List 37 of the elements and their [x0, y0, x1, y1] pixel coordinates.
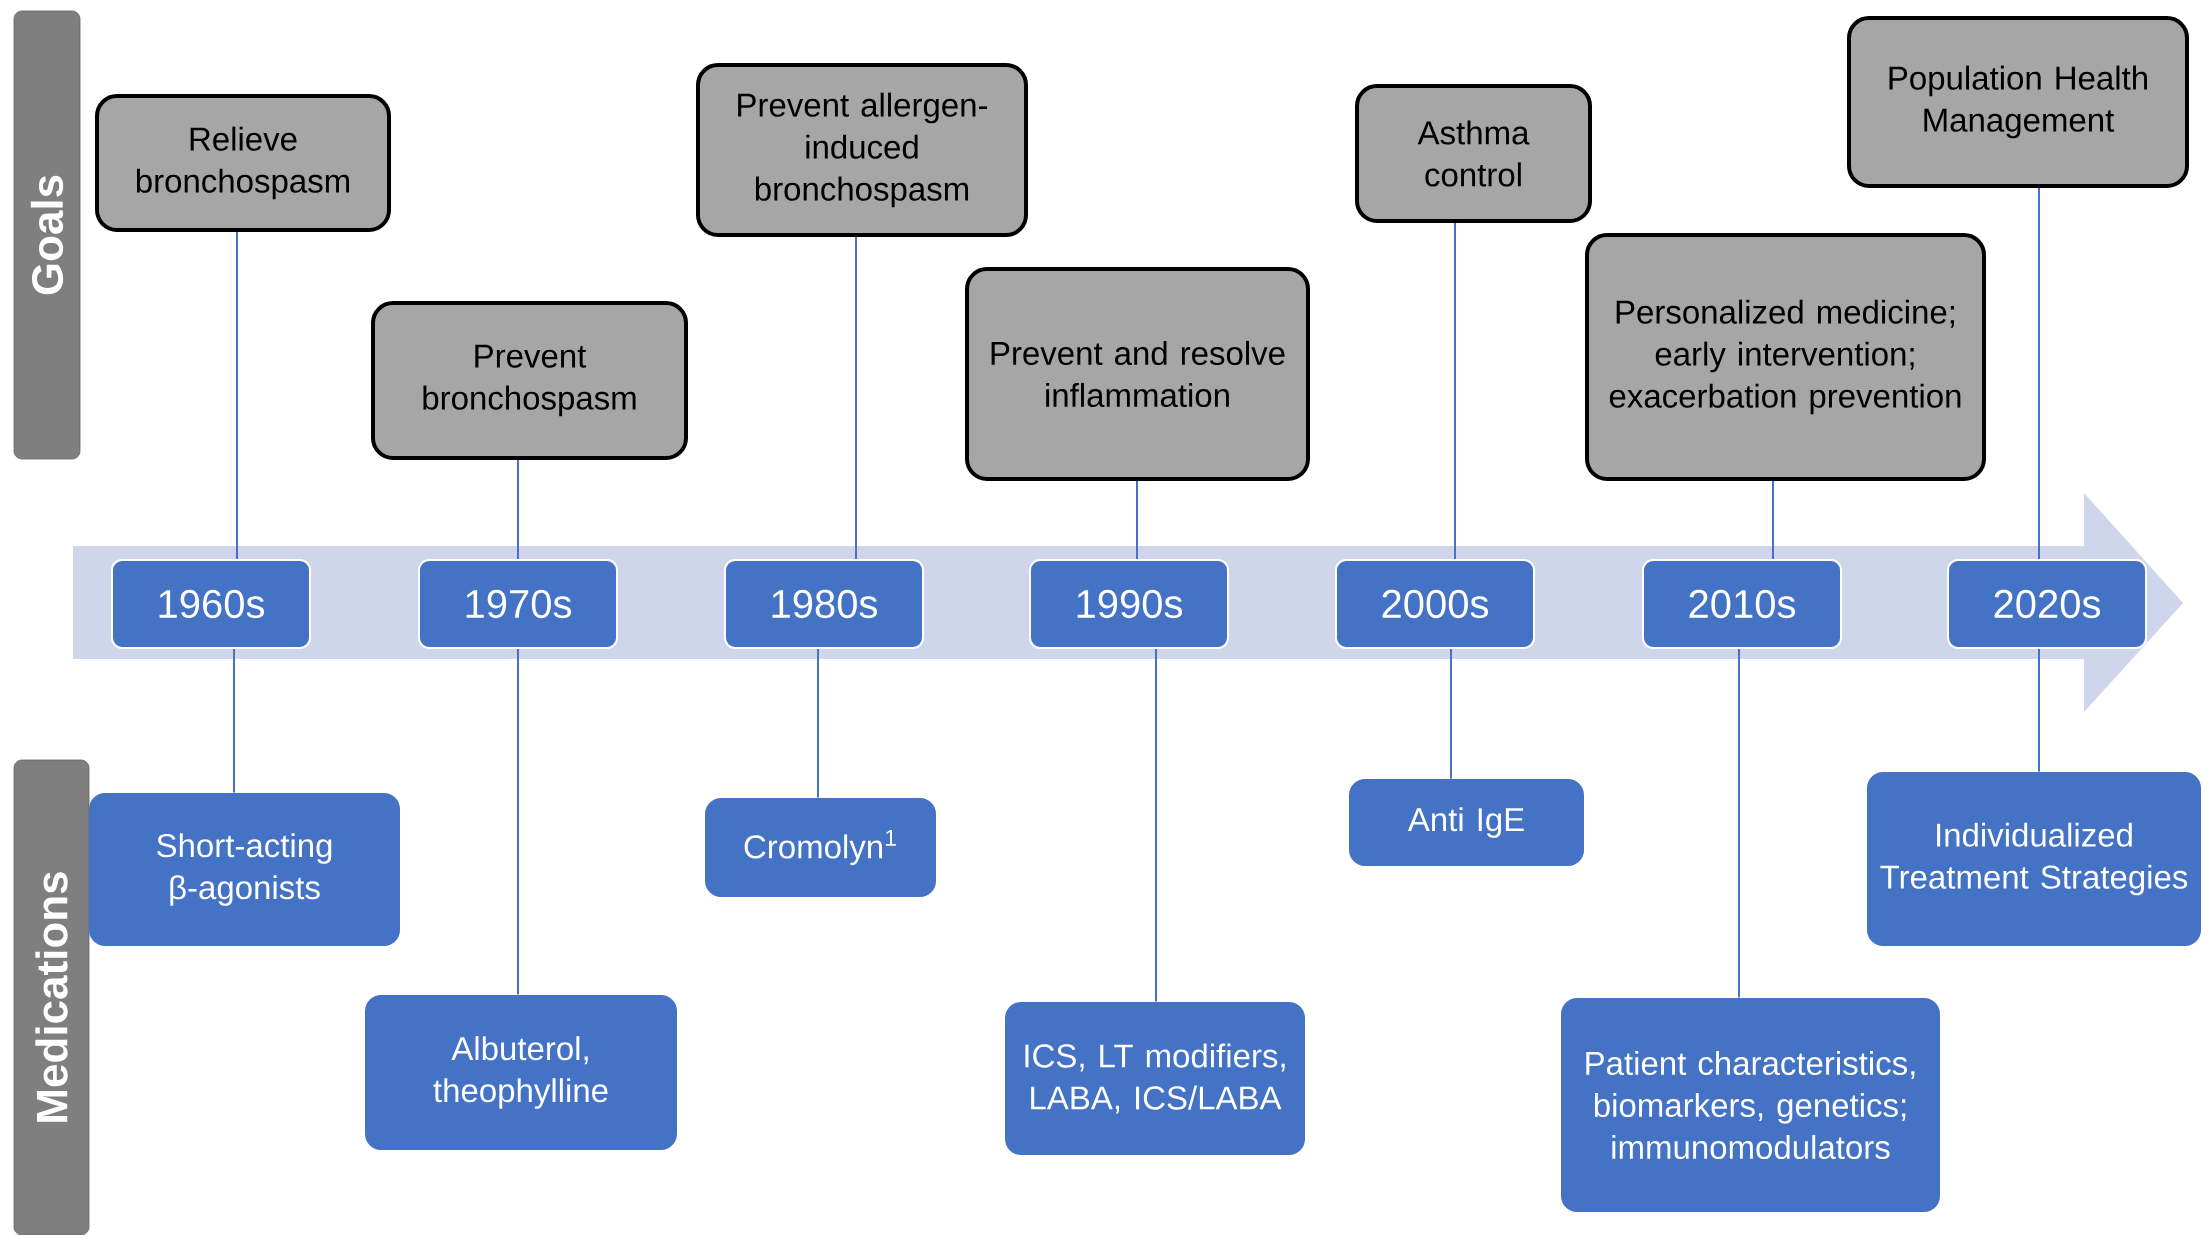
goal-box: Prevent and resolve inflammation: [965, 267, 1310, 481]
connector-line: [517, 648, 519, 996]
connector-line: [1772, 480, 1774, 560]
medication-box: Albuterol, theophylline: [365, 995, 677, 1150]
decade-box: 2020s: [1947, 559, 2147, 649]
decade-box: 1970s: [418, 559, 618, 649]
connector-line: [236, 231, 238, 560]
medication-box: Patient characteristics, biomarkers, genetics; immunomodulators: [1561, 998, 1940, 1212]
decade-box: 2010s: [1642, 559, 1842, 649]
connector-line: [1738, 648, 1740, 999]
section-label: Medications: [13, 759, 90, 1235]
connector-line: [1454, 222, 1456, 560]
medication-box: Short-acting β-agonists: [89, 793, 400, 946]
goal-box: Asthma control: [1355, 84, 1592, 223]
section-label: Goals: [13, 10, 81, 460]
decade-box: 2000s: [1335, 559, 1535, 649]
medication-box: Cromolyn$^{1}$: [705, 798, 936, 897]
connector-line: [1155, 648, 1157, 1003]
goal-box: Prevent allergen-induced bronchospasm: [696, 63, 1028, 237]
decade-box: 1990s: [1029, 559, 1229, 649]
medication-box: Anti IgE: [1349, 779, 1584, 866]
goal-box: Personalized medicine; early intervention; exacerbation prevention: [1585, 233, 1986, 481]
connector-line: [1136, 480, 1138, 560]
connector-line: [233, 648, 235, 794]
connector-line: [2038, 648, 2040, 773]
connector-line: [2038, 187, 2040, 560]
goal-box: Population Health Management: [1847, 16, 2189, 188]
goal-box: Relieve bronchospasm: [95, 94, 391, 232]
goal-box: Prevent bronchospasm: [371, 301, 688, 460]
connector-line: [855, 236, 857, 560]
connector-line: [517, 459, 519, 560]
connector-line: [1450, 648, 1452, 780]
decade-box: 1960s: [111, 559, 311, 649]
medication-box: ICS, LT modifiers, LABA, ICS/LABA: [1005, 1002, 1305, 1155]
decade-box: 1980s: [724, 559, 924, 649]
medication-box: Individualized Treatment Strategies: [1867, 772, 2201, 946]
connector-line: [817, 648, 819, 799]
